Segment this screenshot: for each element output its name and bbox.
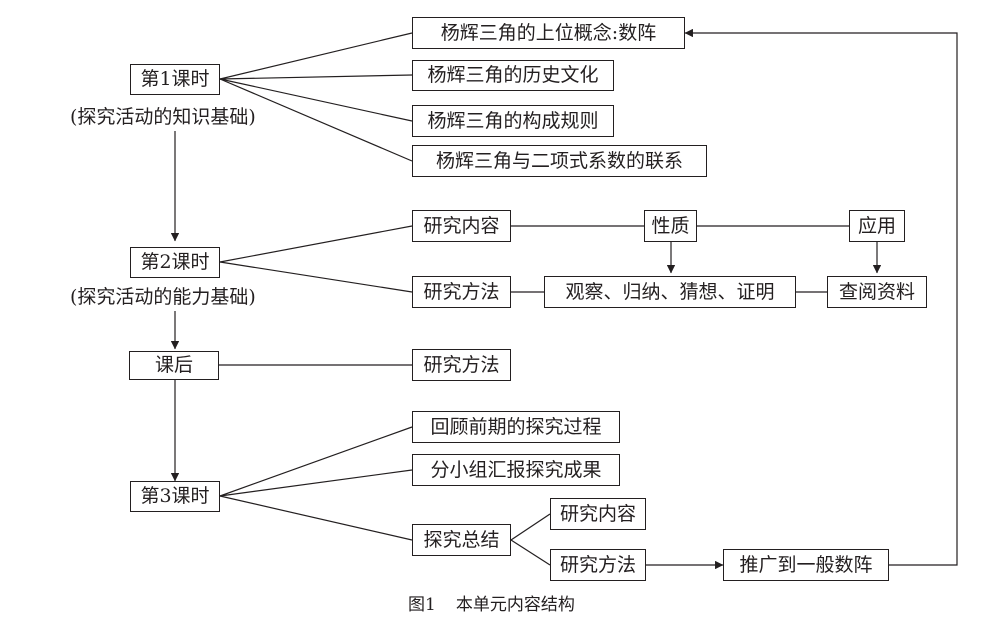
arrow-generalize-to-concept bbox=[684, 28, 958, 566]
lesson1-note: (探究活动的知识基础) bbox=[70, 106, 256, 128]
after-method-box: 研究方法 bbox=[412, 349, 511, 381]
connector-l1-concept bbox=[219, 32, 413, 80]
connector-l2-content bbox=[219, 225, 413, 263]
l3-summary-box: 探究总结 bbox=[412, 524, 511, 556]
connector-l1-history bbox=[219, 74, 413, 80]
after-class-node: 课后 bbox=[129, 351, 219, 380]
connector-l1-binomial bbox=[219, 78, 413, 162]
connector-l2-method bbox=[219, 261, 413, 293]
l2-content-box: 研究内容 bbox=[412, 210, 511, 242]
lesson3-node: 第3课时 bbox=[130, 481, 220, 512]
caption-title: 本单元内容结构 bbox=[455, 595, 575, 615]
l2-lookup-box: 查阅资料 bbox=[827, 276, 927, 308]
lesson2-node: 第2课时 bbox=[130, 247, 220, 278]
l2-process-box: 观察、归纳、猜想、证明 bbox=[544, 276, 796, 308]
connector-l1-rules bbox=[219, 78, 413, 122]
l3-method-box: 研究方法 bbox=[550, 549, 646, 581]
l2-method-box: 研究方法 bbox=[412, 276, 511, 308]
connector-summary-method bbox=[510, 539, 551, 566]
l3-generalize-box: 推广到一般数阵 bbox=[723, 549, 889, 581]
lesson2-note: (探究活动的能力基础) bbox=[70, 286, 256, 308]
l3-report-box: 分小组汇报探究成果 bbox=[412, 454, 620, 486]
l2-property-box: 性质 bbox=[644, 210, 697, 242]
l2-application-box: 应用 bbox=[849, 210, 905, 242]
l3-review-box: 回顾前期的探究过程 bbox=[412, 411, 620, 443]
figure-caption: 图1 本单元内容结构 bbox=[408, 597, 575, 614]
connector-l3-review bbox=[219, 426, 413, 497]
topic-concept-box: 杨辉三角的上位概念:数阵 bbox=[412, 17, 685, 49]
caption-number: 图1 bbox=[408, 595, 436, 615]
l3-content-box: 研究内容 bbox=[550, 498, 646, 530]
lesson1-node: 第1课时 bbox=[130, 64, 220, 95]
topic-binomial-box: 杨辉三角与二项式系数的联系 bbox=[412, 145, 707, 177]
topic-history-box: 杨辉三角的历史文化 bbox=[412, 60, 614, 91]
topic-rules-box: 杨辉三角的构成规则 bbox=[412, 105, 614, 137]
connector-l3-summary bbox=[219, 495, 413, 541]
connector-summary-content bbox=[510, 513, 551, 541]
connector-l3-report bbox=[219, 469, 413, 497]
